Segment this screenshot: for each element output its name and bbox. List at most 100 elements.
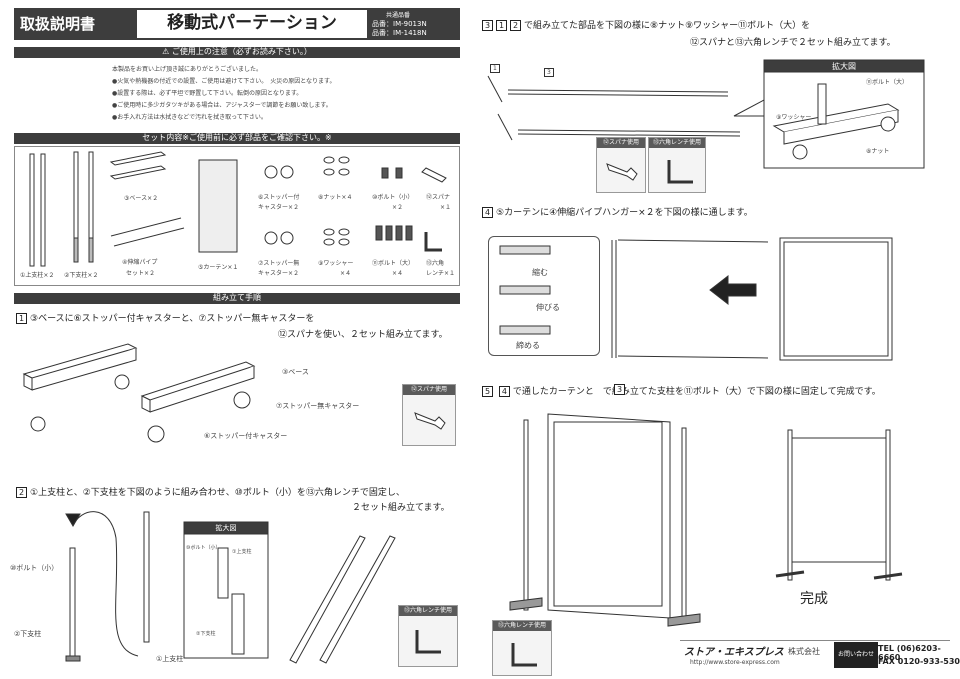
notice-line: ●お手入れ方法は水拭きなどで汚れを拭き取って下さい。 bbox=[112, 114, 267, 121]
part-label: ⑦ストッパー無 bbox=[258, 260, 300, 267]
notice-line: ●設置する際は、必ず平坦で野置して下さい。転倒の原因となります。 bbox=[112, 90, 303, 97]
part-label: ×４ bbox=[392, 270, 404, 277]
step1-illustration bbox=[22, 343, 256, 443]
part-label: ×４ bbox=[340, 270, 352, 277]
step4-lock: 締める bbox=[516, 341, 540, 350]
step-number: 4 bbox=[482, 207, 493, 218]
step-number: 3 bbox=[482, 20, 493, 31]
notice-lines: 本製品をお買い上げ頂き誠にありがとうございました。 ●火気や熱機器の付近での設置… bbox=[112, 64, 335, 124]
part-label: ×２ bbox=[392, 204, 404, 211]
parts-illustrations bbox=[29, 151, 447, 267]
fax: FAX 0120-933-530 bbox=[878, 657, 960, 666]
step4-detail-box bbox=[488, 236, 600, 356]
step4-illustration bbox=[499, 237, 893, 361]
step4-tighten: 縮む bbox=[532, 268, 548, 277]
contact-badge: お問い合わせ bbox=[834, 642, 878, 668]
part-label: ⑬六角 bbox=[426, 260, 445, 267]
ref-number: 2 bbox=[510, 20, 521, 31]
step3-tag-3: 3 bbox=[544, 68, 554, 77]
part-label: ⑩ボルト（小） bbox=[372, 194, 414, 201]
assembly-bar: 組み立て手順 bbox=[14, 293, 460, 304]
part-label: レンチ×１ bbox=[426, 270, 456, 277]
tool-head: ⑬六角レンチ使用 bbox=[649, 138, 705, 148]
step2-tool-box: ⑬六角レンチ使用 bbox=[398, 605, 458, 667]
step2-zoom-upper: ①上支柱 bbox=[232, 549, 252, 555]
model-b: 品番：IM-1418N bbox=[372, 29, 427, 37]
notice-bar: ⚠ ご使用上の注意（必ずお読み下さい。） bbox=[14, 47, 460, 58]
step5-done: 完成 bbox=[800, 591, 828, 607]
step2-label-lower: ②下支柱 bbox=[14, 630, 42, 638]
notice-line: 本製品をお買い上げ頂き誠にありがとうございました。 bbox=[112, 66, 263, 73]
hex-key-icon bbox=[667, 160, 693, 184]
parts-box bbox=[14, 146, 460, 286]
spec-label: 共通品番 bbox=[386, 12, 411, 19]
model-a: 品番：IM-9013N bbox=[372, 20, 427, 28]
step2-illustration bbox=[65, 511, 396, 664]
wrench-icon bbox=[414, 412, 446, 430]
step1-label-stopper: ⑥ストッパー付キャスター bbox=[204, 432, 288, 440]
step1-label-no-stopper: ⑦ストッパー無キャスター bbox=[276, 402, 360, 410]
site-url: http://www.store-express.com bbox=[690, 659, 780, 666]
step3-label-bolt: ⑪ボルト（大） bbox=[866, 79, 909, 86]
notice-line: ●火気や熱機器の付近での設置、ご使用は避けて下さい。 火災の原因となります。 bbox=[112, 78, 336, 85]
part-label: ②下支柱×２ bbox=[64, 272, 99, 279]
step5-tool-box: ⑬六角レンチ使用 bbox=[492, 620, 552, 676]
step2-zoom-title: 拡大図 bbox=[215, 524, 237, 532]
hex-key-icon bbox=[511, 643, 537, 667]
part-label: ⑥ストッパー付 bbox=[258, 194, 300, 201]
step2-label-bolt: ⑩ボルト（小） bbox=[10, 564, 59, 572]
step2-text-b: ２セット組み立てます。 bbox=[352, 503, 450, 513]
tel: TEL (06)6203-6660 bbox=[878, 644, 941, 662]
footer bbox=[680, 640, 950, 674]
step-number: 2 bbox=[16, 487, 27, 498]
step5-illustration bbox=[509, 413, 903, 627]
step3-illustration bbox=[487, 59, 925, 169]
tool-head: ⑬六角レンチ使用 bbox=[493, 621, 551, 631]
step3-text-b: ⑫スパナと⑬六角レンチで２セット組み立てます。 bbox=[690, 38, 896, 48]
step3-tag-1: 1 bbox=[490, 64, 500, 73]
tool-head: ⑫スパナ使用 bbox=[403, 385, 455, 395]
part-label: セット×２ bbox=[126, 270, 156, 277]
brand-logo: ストア・エキスプレス bbox=[684, 647, 784, 658]
ref-number: 4 bbox=[498, 386, 510, 397]
step1-tool-box: ⑫スパナ使用 bbox=[402, 384, 456, 446]
step2-zoom-bolt: ⑩ボルト（小） bbox=[186, 545, 221, 551]
tool-head: ⑬六角レンチ使用 bbox=[399, 606, 457, 616]
part-label: ①上支柱×２ bbox=[20, 272, 55, 279]
wrench-icon bbox=[606, 163, 638, 181]
hex-key-icon bbox=[415, 630, 441, 654]
step-number: 5 bbox=[482, 386, 493, 397]
part-label: ④伸縮パイプ bbox=[122, 259, 158, 266]
notice-line: ●ご使用時に多少ガタツキがある場合は、アジャスターで調節をお願い致します。 bbox=[112, 102, 332, 109]
ref-number: 1 bbox=[496, 20, 507, 31]
step3-tool-box-b: ⑬六角レンチ使用 bbox=[648, 137, 706, 193]
step-number: 1 bbox=[16, 313, 27, 324]
part-label: ⑧ナット×４ bbox=[318, 194, 353, 201]
part-label: ⑫スパナ bbox=[426, 194, 451, 201]
step2-zoom-lower: ②下支柱 bbox=[196, 631, 216, 637]
part-label: ×１ bbox=[440, 204, 452, 211]
step3-zoom-title: 拡大図 bbox=[832, 62, 856, 71]
part-label: ⑨ワッシャー bbox=[318, 260, 354, 267]
step4-extend: 伸びる bbox=[536, 303, 560, 312]
company: 株式会社 bbox=[788, 647, 820, 656]
step3-tool-box-a: ⑫スパナ使用 bbox=[596, 137, 646, 193]
part-label: ⑤カーテン×１ bbox=[198, 264, 239, 271]
parts-bar: セット内容※ご使用前に必ず部品をご確認下さい。※ bbox=[14, 133, 460, 144]
part-label: キャスター×２ bbox=[258, 270, 300, 277]
step3-label-nut: ⑧ナット bbox=[866, 148, 890, 155]
step2-label-upper: ①上支柱 bbox=[156, 655, 184, 663]
ref-number-3: 3 bbox=[614, 384, 625, 395]
part-label: キャスター×２ bbox=[258, 204, 300, 211]
step1-text-b: ⑫スパナを使い、２セット組み立てます。 bbox=[278, 330, 448, 340]
doc-type: 取扱説明書 bbox=[20, 15, 96, 33]
step3-label-washer: ⑨ワッシャー bbox=[776, 114, 812, 121]
tool-head: ⑫スパナ使用 bbox=[597, 138, 645, 148]
part-label: ⑪ボルト（大） bbox=[372, 260, 415, 267]
step1-label-base: ③ベース bbox=[282, 368, 309, 376]
